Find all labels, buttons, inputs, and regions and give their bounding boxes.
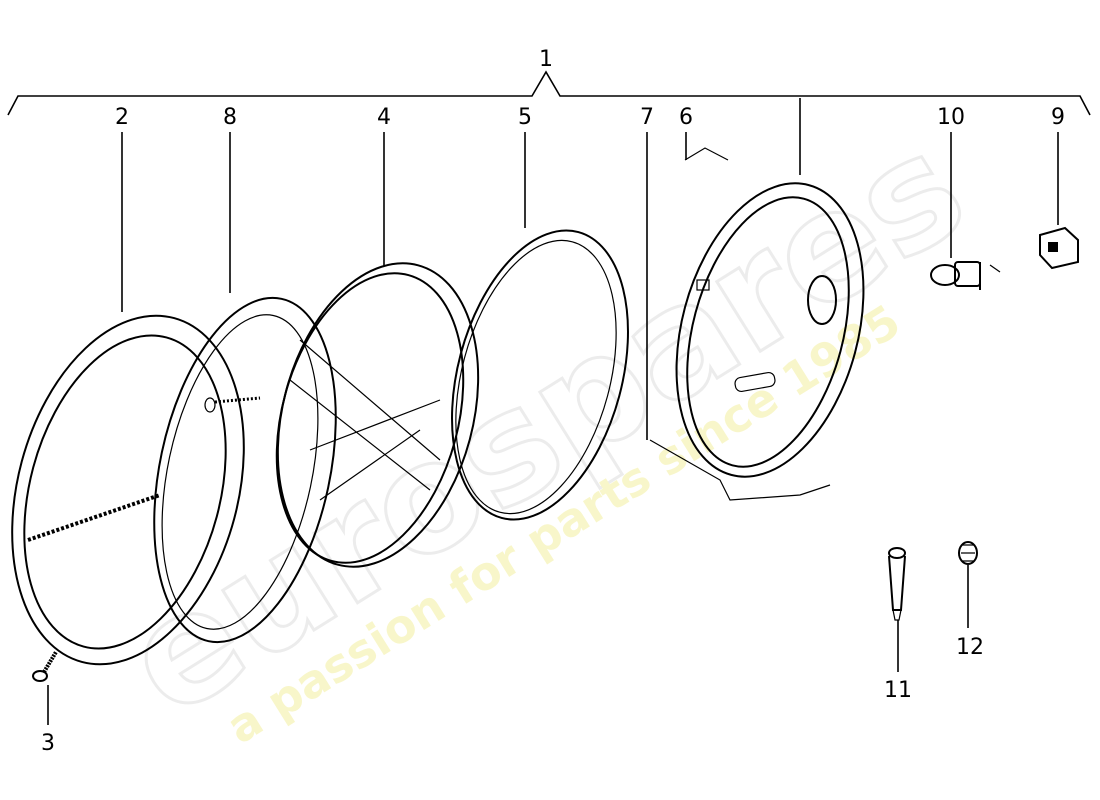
part-3-screw[interactable] bbox=[32, 650, 58, 682]
part-6-housing[interactable] bbox=[646, 147, 894, 501]
callout-1[interactable]: 1 bbox=[539, 47, 553, 72]
callout-9[interactable]: 9 bbox=[1051, 105, 1065, 130]
callout-5[interactable]: 5 bbox=[518, 105, 532, 130]
part-11-pin[interactable] bbox=[888, 547, 906, 621]
callout-7[interactable]: 7 bbox=[640, 105, 654, 130]
callout-3[interactable]: 3 bbox=[41, 731, 55, 756]
leader-lines bbox=[47, 98, 1059, 725]
part-2-trim-ring[interactable] bbox=[0, 290, 280, 691]
callout-8[interactable]: 8 bbox=[223, 105, 237, 130]
part-5-gasket[interactable] bbox=[422, 211, 657, 539]
assembly-bracket bbox=[7, 70, 1091, 116]
part-9-connector[interactable] bbox=[1039, 226, 1079, 270]
callout-12[interactable]: 12 bbox=[956, 635, 984, 660]
callout-6[interactable]: 6 bbox=[679, 105, 693, 130]
part-10-bulb[interactable] bbox=[930, 261, 1001, 290]
part-8-retaining-ring[interactable] bbox=[125, 281, 364, 659]
watermark: eurospares a passion for parts since 198… bbox=[95, 99, 995, 754]
callout-10[interactable]: 10 bbox=[937, 105, 965, 130]
watermark-brand: eurospares bbox=[97, 100, 994, 750]
callout-4[interactable]: 4 bbox=[377, 105, 391, 130]
part-4-lens[interactable] bbox=[246, 241, 510, 590]
part-12-nut[interactable] bbox=[958, 541, 978, 565]
callout-2[interactable]: 2 bbox=[115, 105, 129, 130]
callout-11[interactable]: 11 bbox=[884, 678, 912, 703]
